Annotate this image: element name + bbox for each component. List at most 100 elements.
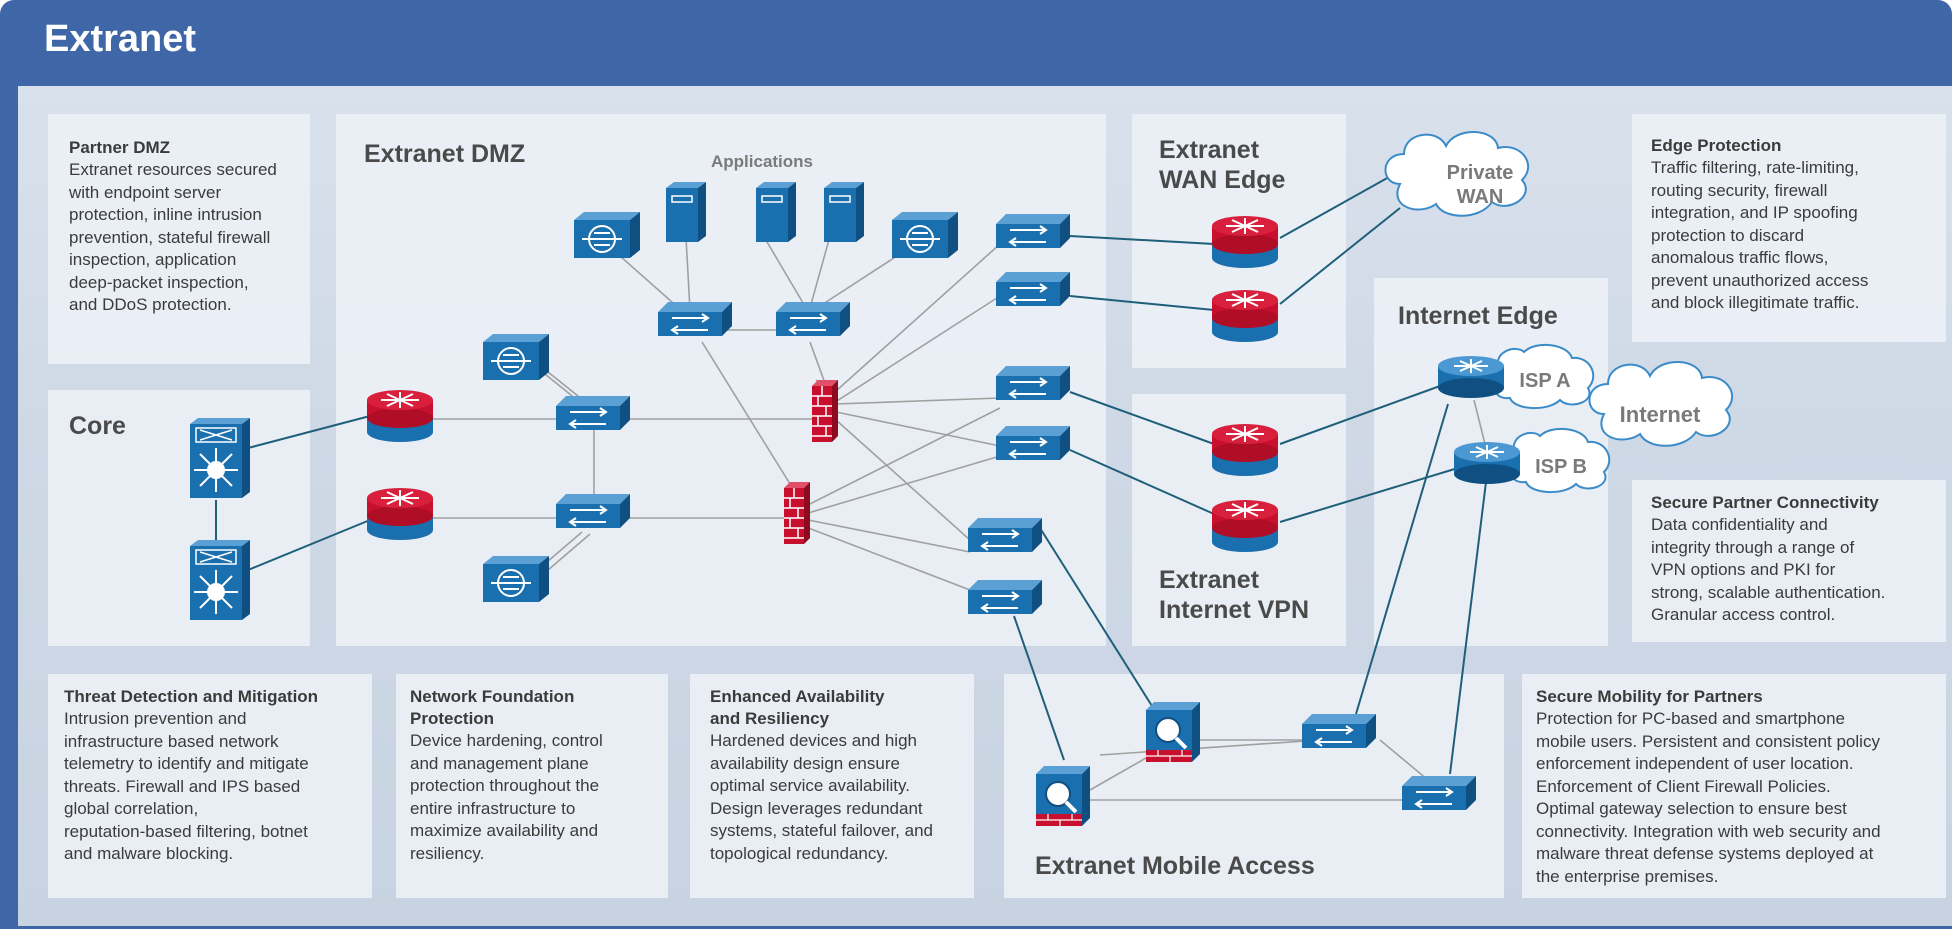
description-line: and management plane [410, 753, 589, 773]
applications-label: Applications [711, 152, 814, 171]
foundation-heading-2: Protection [410, 709, 495, 728]
foundation-text: Network Foundation Protection Device har… [410, 686, 666, 865]
description-line: integrity through a range of [1651, 537, 1855, 557]
internal-links [433, 229, 1487, 801]
switch-icon [995, 213, 1071, 249]
wan-edge-title-1: Extranet [1159, 136, 1260, 164]
description-line: with endpoint server [69, 182, 222, 202]
switch-icon [657, 301, 733, 337]
switch-icon [1401, 775, 1477, 811]
description-line: Intrusion prevention and [64, 709, 247, 728]
description-line: VPN options and PKI for [1651, 560, 1836, 579]
internet-edge-title: Internet Edge [1398, 302, 1558, 330]
cloud-icon [1492, 343, 1611, 493]
foundation-heading-1: Network Foundation [410, 687, 575, 706]
availability-panel [690, 674, 974, 898]
edge-protection-panel [1632, 114, 1946, 342]
internet-vpn-title-1: Extranet [1159, 566, 1260, 594]
secure-partner-heading: Secure Partner Connectivity [1651, 493, 1879, 512]
description-line: Protection for PC-based and smartphone [1536, 709, 1846, 728]
switch-icon [967, 517, 1043, 553]
switch-icon [995, 425, 1071, 461]
description-line: and block illegitimate traffic. [1651, 293, 1860, 312]
extranet-dmz-panel [336, 114, 1106, 646]
description-line: protection throughout the [410, 776, 600, 795]
description-line: protection, inline intrusion [69, 205, 262, 224]
description-line: Hardened devices and high [710, 731, 917, 750]
switch-icon [555, 395, 631, 431]
description-line: entire infrastructure to [410, 798, 576, 818]
availability-heading-1: Enhanced Availability [710, 687, 885, 706]
private-wan-label-2: WAN [1456, 186, 1504, 208]
description-line: connectivity. Integration with web secur… [1536, 821, 1881, 841]
description-line: maximize availability and [410, 821, 599, 840]
switch-icon [775, 301, 851, 337]
secure-partner-panel [1632, 480, 1946, 642]
secure-partner-text: Secure Partner Connectivity Data confide… [1651, 492, 1941, 627]
router-icon [1437, 355, 1505, 399]
description-line: and DDoS protection. [69, 295, 232, 314]
internet-label: Internet [1619, 402, 1701, 427]
description-line: telemetry to identify and mitigate [64, 754, 309, 773]
availability-heading-2: and Resiliency [710, 709, 830, 728]
description-line: Optimal gateway selection to ensure best [1536, 799, 1847, 818]
mobile-access-title: Extranet Mobile Access [1035, 852, 1315, 880]
edge-protection-heading: Edge Protection [1651, 136, 1782, 155]
load-balancer-icon [482, 555, 550, 603]
router-icon [1211, 499, 1279, 553]
core-switch-icon [189, 539, 251, 621]
router-icon [1211, 215, 1279, 269]
foundation-panel [396, 674, 668, 898]
description-line: Granular access control. [1651, 605, 1836, 624]
description-line: resiliency. [410, 843, 485, 863]
description-line: anomalous traffic flows, [1651, 248, 1829, 267]
partner-dmz-panel [48, 114, 310, 364]
description-line: reputation-based filtering, botnet [64, 821, 308, 841]
description-line: threats. Firewall and IPS based [64, 776, 301, 796]
core-panel [48, 390, 310, 646]
router-icon [1211, 289, 1279, 343]
description-line: deep-packet inspection, [69, 272, 249, 292]
description-line: malware threat defense systems deployed … [1536, 844, 1874, 863]
partner-dmz-heading: Partner DMZ [69, 138, 171, 157]
server-icon [823, 181, 865, 243]
description-line: routing security, firewall [1651, 180, 1828, 200]
load-balancer-icon [482, 333, 550, 381]
description-line: Data confidentiality and [1651, 515, 1828, 534]
description-line: Traffic filtering, rate-limiting, [1651, 158, 1859, 177]
description-line: global correlation, [64, 799, 199, 818]
switch-icon [967, 579, 1043, 615]
description-line: and malware blocking. [64, 844, 234, 863]
description-line: Extranet resources secured [69, 160, 277, 179]
mobility-panel [1522, 674, 1946, 898]
description-line: inspection, application [69, 250, 237, 269]
isp-b-label: ISP B [1535, 456, 1587, 478]
partner-dmz-text: Partner DMZ Extranet resources secured w… [69, 137, 309, 317]
wan-links [215, 171, 1487, 775]
mobility-heading: Secure Mobility for Partners [1536, 687, 1763, 706]
vpn-concentrator-icon [1034, 764, 1092, 828]
server-icon [665, 181, 707, 243]
switch-icon [995, 271, 1071, 307]
threat-heading: Threat Detection and Mitigation [64, 687, 319, 706]
description-line: strong, scalable authentication. [1651, 582, 1886, 602]
load-balancer-icon [891, 211, 959, 259]
router-icon [1211, 423, 1279, 477]
router-icon [366, 487, 434, 541]
mobility-text: Secure Mobility for Partners Protection … [1536, 686, 1944, 888]
description-line: Design leverages redundant [710, 798, 923, 818]
core-title: Core [69, 412, 126, 440]
isp-a-label: ISP A [1519, 370, 1571, 392]
description-line: integration, and IP spoofing [1651, 203, 1858, 222]
threat-panel [48, 674, 372, 898]
page-title: Extranet [44, 18, 197, 60]
description-line: protection to discard [1651, 225, 1805, 245]
description-line: prevent unauthorized access [1651, 270, 1869, 290]
availability-text: Enhanced Availability and Resiliency Har… [710, 686, 972, 865]
description-line: enforcement independent of user location… [1536, 754, 1854, 773]
description-line: systems, stateful failover, and [710, 821, 933, 840]
server-icon [755, 181, 797, 243]
description-line: Device hardening, control [410, 731, 603, 750]
internet-vpn-title-2: Internet VPN [1159, 596, 1310, 624]
switch-icon [995, 365, 1071, 401]
